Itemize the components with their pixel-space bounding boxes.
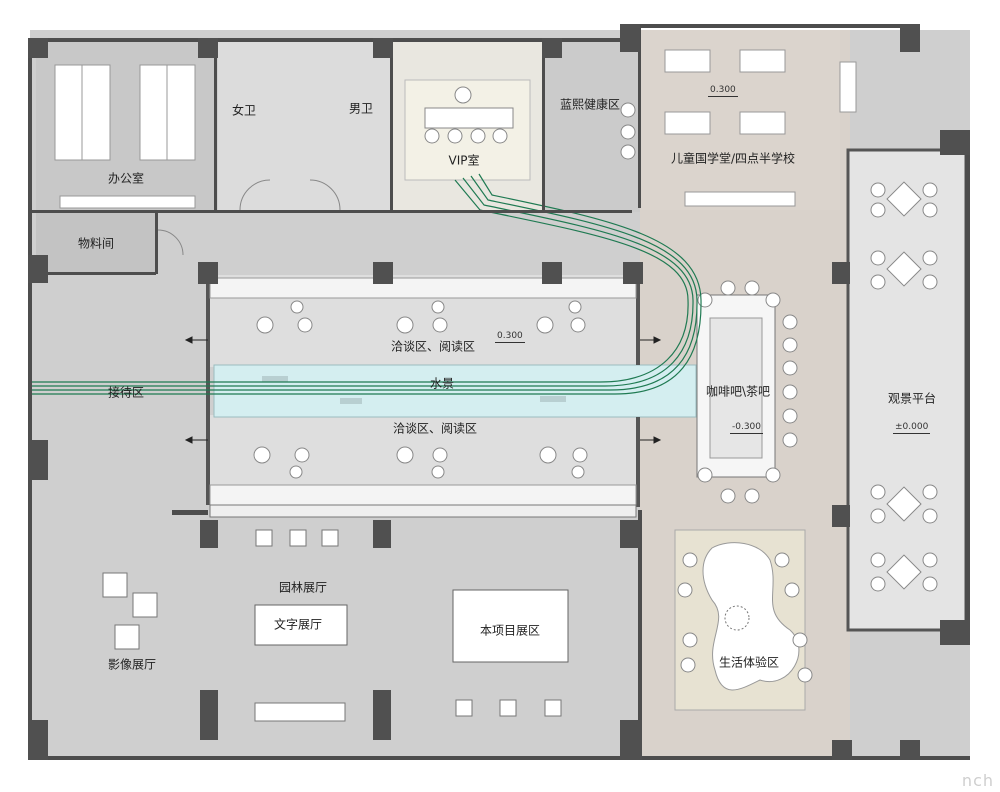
exhibit-plinth	[255, 529, 273, 547]
vip-table	[424, 107, 514, 129]
water-feature-stone	[340, 398, 362, 404]
wc-floor	[218, 42, 390, 212]
exhibit-plinth	[321, 529, 339, 547]
room-label-office: 办公室	[107, 171, 145, 186]
life-zone-island	[702, 542, 800, 691]
platform-floor	[848, 150, 966, 630]
room-label-mens-wc: 男卫	[348, 101, 374, 116]
columns	[28, 24, 970, 760]
room-label-vip: VIP室	[448, 153, 480, 168]
lounge-frame	[636, 417, 640, 507]
room-label-water: 水景	[429, 376, 455, 391]
room-label-womens-wc: 女卫	[231, 103, 257, 118]
level-mark-cafe: -0.300	[729, 422, 764, 434]
walls	[28, 24, 970, 760]
level-mark-kids: 0.300	[708, 85, 738, 97]
exhibit-plinth	[455, 699, 473, 717]
room-label-lounge-upper: 洽谈区、阅读区	[390, 339, 476, 354]
room-label-cafe: 咖啡吧\茶吧	[705, 384, 771, 399]
lattice-screen	[209, 504, 637, 518]
visitor-route	[30, 173, 702, 395]
text-hall-board	[254, 604, 348, 646]
room-label-platform: 观景平台	[887, 391, 937, 406]
watermark: nch	[961, 771, 994, 790]
room-label-health: 蓝熙健康区	[559, 97, 621, 112]
cafe-bar-inner	[709, 317, 763, 459]
image-hall-panel	[132, 592, 158, 618]
level-mark-platform: ±0.000	[892, 422, 931, 434]
exhibit-plinth	[499, 699, 517, 717]
doors	[157, 179, 341, 256]
water-feature-stone	[262, 376, 288, 382]
materials-floor	[36, 212, 156, 272]
life-zone-centerpiece	[724, 605, 750, 631]
exhibit-bench	[254, 702, 346, 722]
project-zone-model	[452, 589, 569, 663]
platform-tables	[886, 181, 922, 590]
room-label-materials: 物料间	[77, 236, 115, 251]
level-mark-lounge: 0.300	[495, 331, 525, 343]
lounge-bottom-strip	[209, 484, 637, 506]
kids-desks	[664, 49, 857, 207]
room-label-text-hall: 文字展厅	[273, 617, 323, 632]
lounge-top-strip	[209, 277, 637, 299]
room-label-project-zone: 本项目展区	[479, 623, 541, 638]
room-label-life-zone: 生活体验区	[718, 655, 780, 670]
entry-arrows	[184, 336, 662, 444]
room-label-image-hall: 影像展厅	[107, 657, 157, 672]
chairs	[253, 86, 938, 683]
exhibit-plinth	[544, 699, 562, 717]
exhibit-plinth	[289, 529, 307, 547]
water-feature-pool	[213, 364, 697, 418]
room-label-reception: 接待区	[107, 385, 145, 400]
office-desks	[54, 64, 196, 209]
lounge-frame	[636, 270, 640, 365]
image-hall-panel	[114, 624, 140, 650]
room-label-kids-school: 儿童国学堂/四点半学校	[670, 151, 796, 166]
image-hall-panel	[102, 572, 128, 598]
room-label-lounge-lower: 洽谈区、阅读区	[392, 421, 478, 436]
water-feature-stone	[540, 396, 566, 402]
room-label-garden-hall: 园林展厅	[278, 580, 328, 595]
